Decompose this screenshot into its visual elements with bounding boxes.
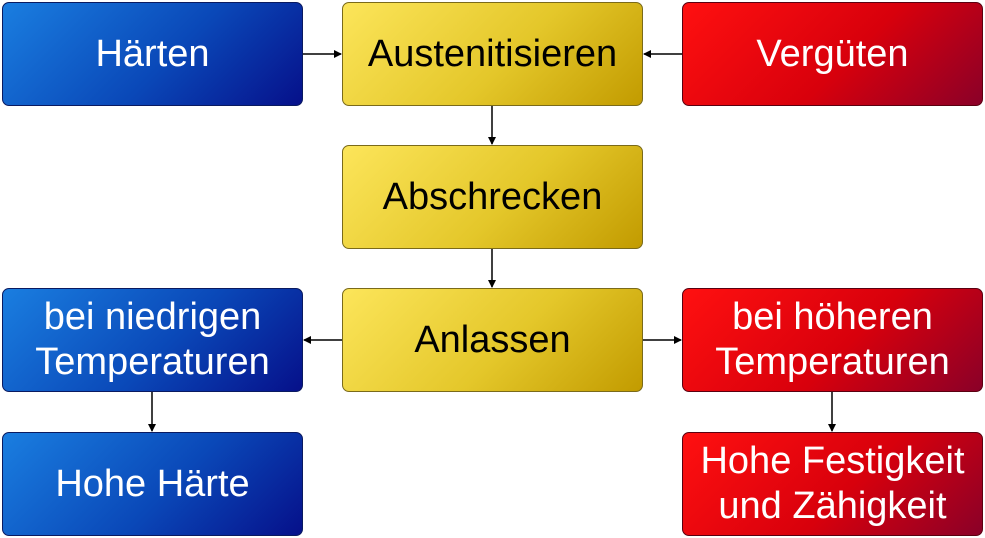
- abschrecken-label: Abschrecken: [382, 175, 603, 218]
- hoehere-temperaturen-line2: Temperaturen: [715, 341, 950, 383]
- verguten-label: Vergüten: [756, 32, 909, 75]
- hohe-haerte-box: Hohe Härte: [2, 432, 303, 536]
- festigkeit-zaehigkeit-box: Hohe Festigkeit und Zähigkeit: [682, 432, 983, 536]
- niedrige-temperaturen-text: bei niedrigen Temperaturen: [35, 295, 269, 385]
- haerten-box: Härten: [2, 2, 303, 106]
- hohe-haerte-label: Hohe Härte: [55, 462, 250, 505]
- hoehere-temperaturen-text: bei höheren Temperaturen: [715, 295, 949, 385]
- austenitisieren-label: Austenitisieren: [367, 32, 618, 75]
- hoehere-temperaturen-line1: bei höheren: [732, 296, 933, 338]
- festigkeit-line2: und Zähigkeit: [718, 485, 947, 527]
- festigkeit-zaehigkeit-text: Hohe Festigkeit und Zähigkeit: [700, 439, 964, 529]
- niedrige-temperaturen-line1: bei niedrigen: [43, 296, 262, 338]
- anlassen-label: Anlassen: [414, 318, 571, 361]
- verguten-box: Vergüten: [682, 2, 983, 106]
- haerten-label: Härten: [95, 32, 210, 75]
- niedrige-temperaturen-line2: Temperaturen: [35, 341, 270, 383]
- anlassen-box: Anlassen: [342, 288, 643, 392]
- festigkeit-line1: Hohe Festigkeit: [700, 440, 965, 482]
- hoehere-temperaturen-box: bei höheren Temperaturen: [682, 288, 983, 392]
- abschrecken-box: Abschrecken: [342, 145, 643, 249]
- niedrige-temperaturen-box: bei niedrigen Temperaturen: [2, 288, 303, 392]
- austenitisieren-box: Austenitisieren: [342, 2, 643, 106]
